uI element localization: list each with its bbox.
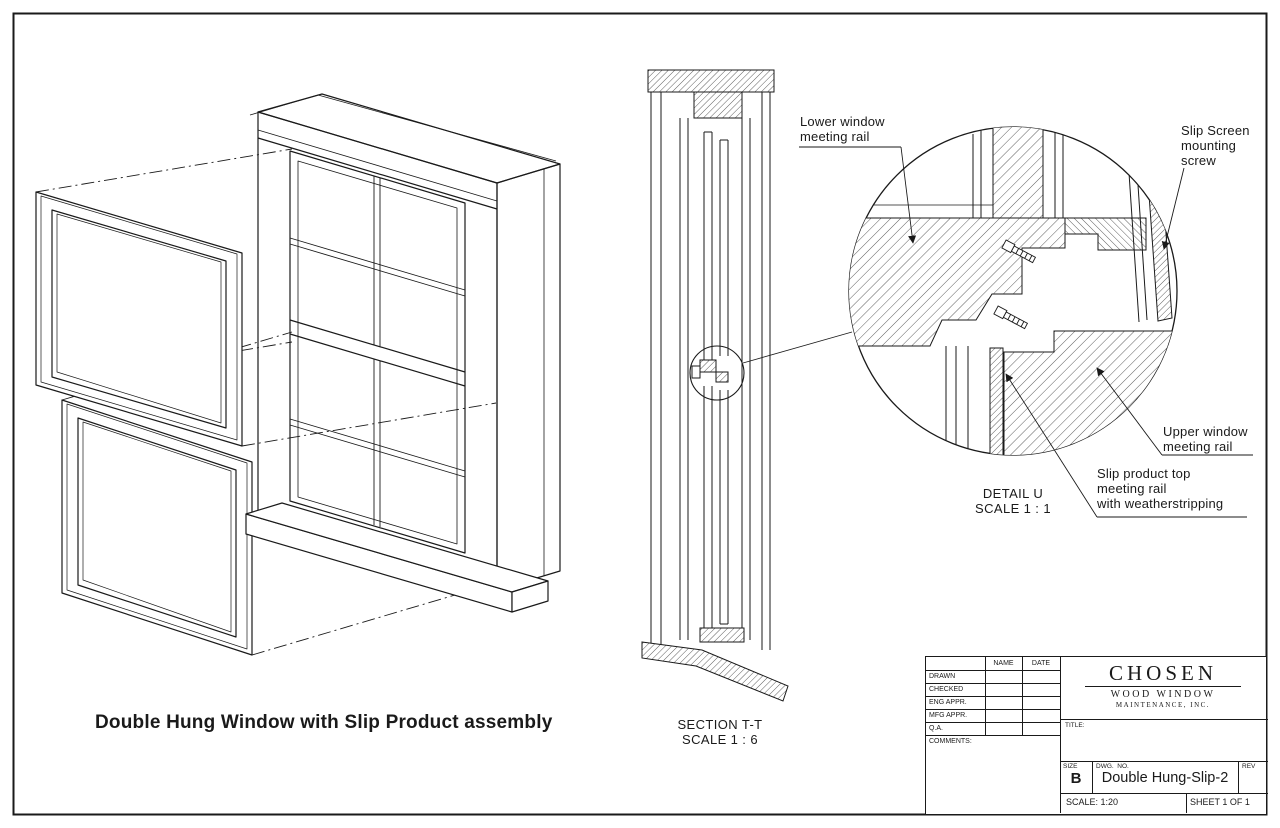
detail-view-scale: SCALE 1 : 1 xyxy=(975,501,1051,516)
col-header-date: DATE xyxy=(1031,660,1051,667)
slip-product-rail-section xyxy=(989,347,1004,455)
annotation-upper-rail: Upper window meeting rail xyxy=(1163,424,1248,454)
row-label-comments: COMMENTS: xyxy=(929,738,972,745)
titleblock-hline xyxy=(1060,719,1268,720)
approval-row-line xyxy=(926,722,1060,723)
col-header-name: NAME xyxy=(993,660,1014,667)
detail-view-label: DETAIL U SCALE 1 : 1 xyxy=(938,486,1088,516)
size-value: B xyxy=(1070,770,1082,787)
title-block: NAME DATE DRAWN CHECKED ENG APPR. MFG AP… xyxy=(925,656,1268,815)
company-line1: WOOD WINDOW xyxy=(1110,689,1216,700)
section-view-label: SECTION T-T SCALE 1 : 6 xyxy=(640,717,800,747)
titleblock-vline xyxy=(1092,761,1093,793)
row-label-drawn: DRAWN xyxy=(929,673,956,680)
sheet-border xyxy=(12,12,1268,816)
company-logo: CHOSEN WOOD WINDOW MAINTENANCE, INC. xyxy=(1060,657,1266,719)
approval-row-line xyxy=(926,735,1060,736)
annotation-screen-screw: Slip Screen mounting screw xyxy=(1181,123,1250,168)
screw-icon xyxy=(1001,239,1037,264)
upper-sash-panel xyxy=(35,191,243,447)
titleblock-vline xyxy=(1186,793,1187,813)
lower-sash-panel xyxy=(61,399,253,656)
sheet-value: SHEET 1 OF 1 xyxy=(1190,797,1250,807)
row-label-qa: Q.A. xyxy=(929,725,944,732)
titleblock-hline xyxy=(1060,793,1268,794)
dwg-no-label: DWG. NO. xyxy=(1096,763,1129,770)
logo-rule xyxy=(1085,686,1241,687)
row-label-checked: CHECKED xyxy=(929,686,964,693)
title-field-label: TITLE: xyxy=(1065,722,1085,729)
window-frame-isometric xyxy=(245,93,561,613)
size-label: SIZE xyxy=(1063,763,1078,770)
detail-view-title: DETAIL U xyxy=(982,486,1044,501)
scale-value: SCALE: 1:20 xyxy=(1066,797,1119,807)
dwg-no-value: Double Hung-Slip-2 xyxy=(1101,770,1229,786)
leader-slip-product-arrow xyxy=(1005,373,1098,518)
titleblock-vline xyxy=(1238,761,1239,793)
annotation-slip-product: Slip product top meeting rail with weath… xyxy=(1097,466,1224,511)
approval-row-line xyxy=(926,683,1060,684)
company-name: CHOSEN xyxy=(1108,661,1217,685)
row-label-eng-appr: ENG APPR. xyxy=(929,699,967,706)
approval-row-line xyxy=(926,709,1060,710)
approval-row-line xyxy=(926,670,1060,671)
titleblock-divider-main xyxy=(1060,657,1061,813)
annotation-lower-rail: Lower window meeting rail xyxy=(800,114,885,144)
section-view-scale: SCALE 1 : 6 xyxy=(682,732,758,747)
drawing-caption: Double Hung Window with Slip Product ass… xyxy=(95,712,553,733)
row-label-mfg-appr: MFG APPR. xyxy=(929,712,968,719)
annotation-leaders xyxy=(799,146,1253,518)
section-view-art xyxy=(641,69,853,702)
rev-label: REV xyxy=(1242,763,1256,770)
detail-u-bubble xyxy=(689,345,745,401)
titleblock-hline xyxy=(1060,761,1268,762)
company-line2: MAINTENANCE, INC. xyxy=(1115,701,1211,709)
section-view-title: SECTION T-T xyxy=(677,717,763,732)
leader-screen-screw-arrow xyxy=(1161,167,1185,250)
exploded-sash-panels xyxy=(35,191,253,656)
leader-lower-rail-arrow xyxy=(900,146,917,244)
detail-view-art xyxy=(849,127,1177,455)
approval-row-line xyxy=(926,696,1060,697)
leader-upper-rail-arrow xyxy=(1096,367,1163,456)
screw-icon xyxy=(993,305,1029,330)
